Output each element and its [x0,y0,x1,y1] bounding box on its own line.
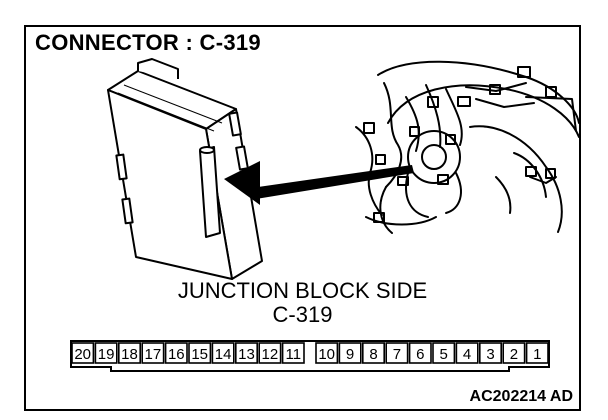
pin-number: 13 [238,346,255,363]
pin-cell [315,342,339,364]
pin-number: 5 [440,346,448,363]
pin-number: 4 [463,346,471,363]
pin-cell [338,342,362,364]
pin-cell [94,342,118,364]
pin-number: 7 [393,346,401,363]
pin-number: 18 [121,346,138,363]
junction-block [107,58,263,280]
pin-cell [455,342,479,364]
pin-number: 14 [215,346,232,363]
pin-number: 12 [262,346,279,363]
caption-line-2: C-319 [272,302,333,327]
pin-number: 11 [286,346,302,363]
pin-cell [235,342,259,364]
pin-number: 2 [510,346,518,363]
pin-number: 1 [533,346,541,363]
pin-cell [258,342,282,364]
illustration [107,58,579,280]
pin-cell [141,342,165,364]
pin-cell [71,342,95,364]
pin-number: 20 [74,346,91,363]
pin-number: 16 [168,346,185,363]
pin-number: 9 [346,346,354,363]
pin-number: 10 [318,346,335,363]
diagram-frame: CONNECTOR : C-319 [24,25,581,411]
pin-number: 15 [191,346,208,363]
figure-code: AC202214 AD [469,388,573,405]
pin-number: 17 [145,346,162,363]
pin-cell [502,342,526,364]
pin-cell [525,342,549,364]
pin-number: 3 [486,346,494,363]
connector-caption: JUNCTION BLOCK SIDE C-319 [26,279,579,327]
pin-cell [432,342,456,364]
pin-cell [385,342,409,364]
locator-arrow [224,161,414,205]
vehicle-dash-illustration [355,60,579,234]
caption-line-1: JUNCTION BLOCK SIDE [177,278,428,303]
pin-cell [478,342,502,364]
pin-cell [408,342,432,364]
pin-cell [281,342,305,364]
pin-number: 8 [369,346,377,363]
pin-cell [117,342,141,364]
pin-cell [188,342,212,364]
pin-number: 19 [98,346,115,363]
pin-cell [211,342,235,364]
diagram-title: CONNECTOR : C-319 [35,30,261,55]
pin-cell [164,342,188,364]
pin-cell [361,342,385,364]
pin-number: 6 [416,346,424,363]
junction-block-latch [137,58,179,79]
